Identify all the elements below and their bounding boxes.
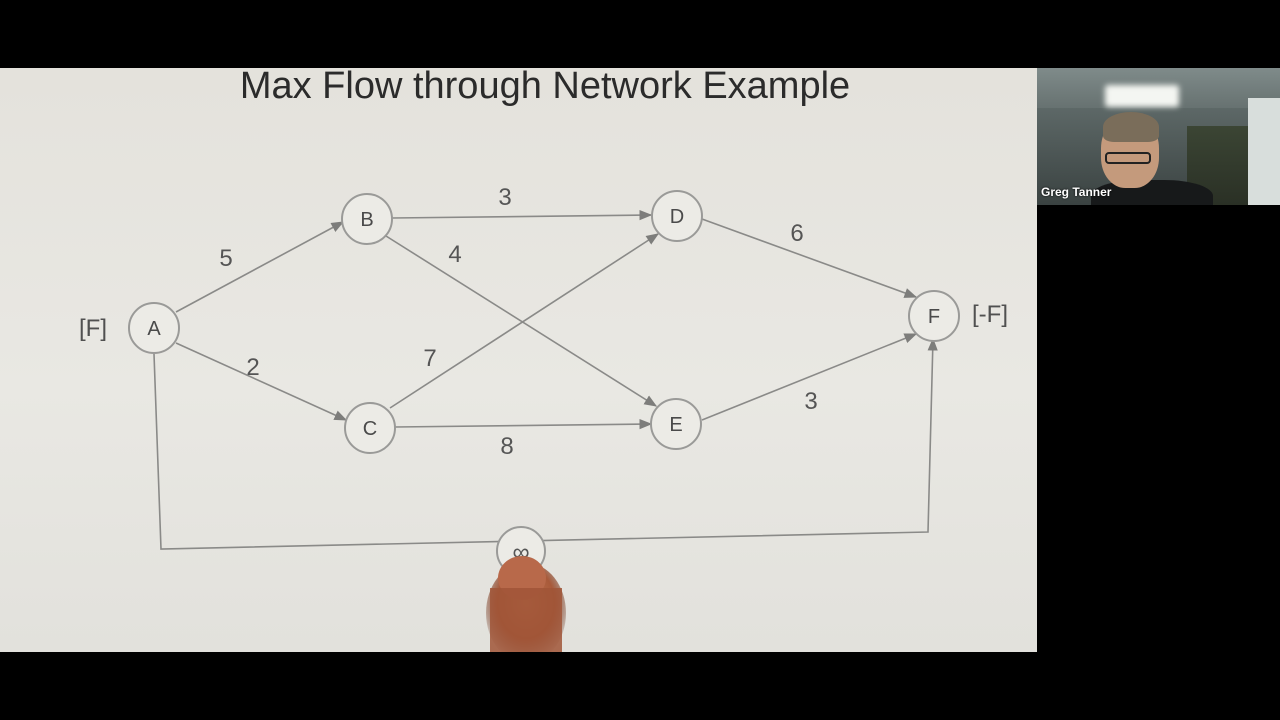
source-flow-label: [F] (79, 315, 107, 342)
node-b: B (341, 193, 393, 245)
edge-c-e (394, 419, 653, 430)
node-e-label: E (669, 414, 682, 436)
node-b-label: B (360, 209, 373, 231)
node-c-label: C (363, 418, 377, 440)
edge-return-a-f (153, 337, 938, 550)
sink-flow-label: [-F] (972, 301, 1008, 328)
edge-c-d (389, 233, 660, 409)
glasses-icon (1105, 152, 1151, 164)
weight-c-d: 7 (423, 345, 436, 372)
node-d-label: D (670, 206, 684, 228)
background-door (1248, 98, 1280, 205)
node-e: E (650, 398, 702, 450)
person-hair (1103, 112, 1159, 142)
node-c: C (344, 402, 396, 454)
weight-a-b: 5 (219, 245, 232, 272)
edge-b-e (385, 235, 658, 407)
node-f-label: F (928, 306, 940, 328)
weight-a-c: 2 (246, 354, 259, 381)
weight-b-e: 4 (448, 241, 461, 268)
node-a: A (128, 302, 180, 354)
weight-e-f: 3 (804, 388, 817, 415)
edge-b-d (391, 210, 653, 221)
participant-video-tile[interactable]: Greg Tanner (1037, 68, 1280, 205)
weight-c-e: 8 (500, 433, 513, 460)
shared-screen: Max Flow through Network Example A B C D (0, 68, 1037, 652)
weight-b-d: 3 (498, 184, 511, 211)
node-a-label: A (147, 318, 161, 340)
edge-a-b (175, 221, 345, 313)
pointing-finger (486, 556, 566, 652)
node-d: D (651, 190, 703, 242)
weight-d-f: 6 (790, 220, 803, 247)
edge-e-f (701, 333, 918, 421)
person-body (1091, 180, 1213, 205)
ceiling-light (1105, 85, 1179, 107)
edge-a-c (175, 342, 348, 421)
slide-title: Max Flow through Network Example (240, 68, 850, 107)
edge-d-f (701, 218, 918, 298)
participant-name: Greg Tanner (1041, 185, 1112, 199)
node-f: F (908, 290, 960, 342)
network-diagram: Max Flow through Network Example A B C D (79, 68, 1008, 652)
